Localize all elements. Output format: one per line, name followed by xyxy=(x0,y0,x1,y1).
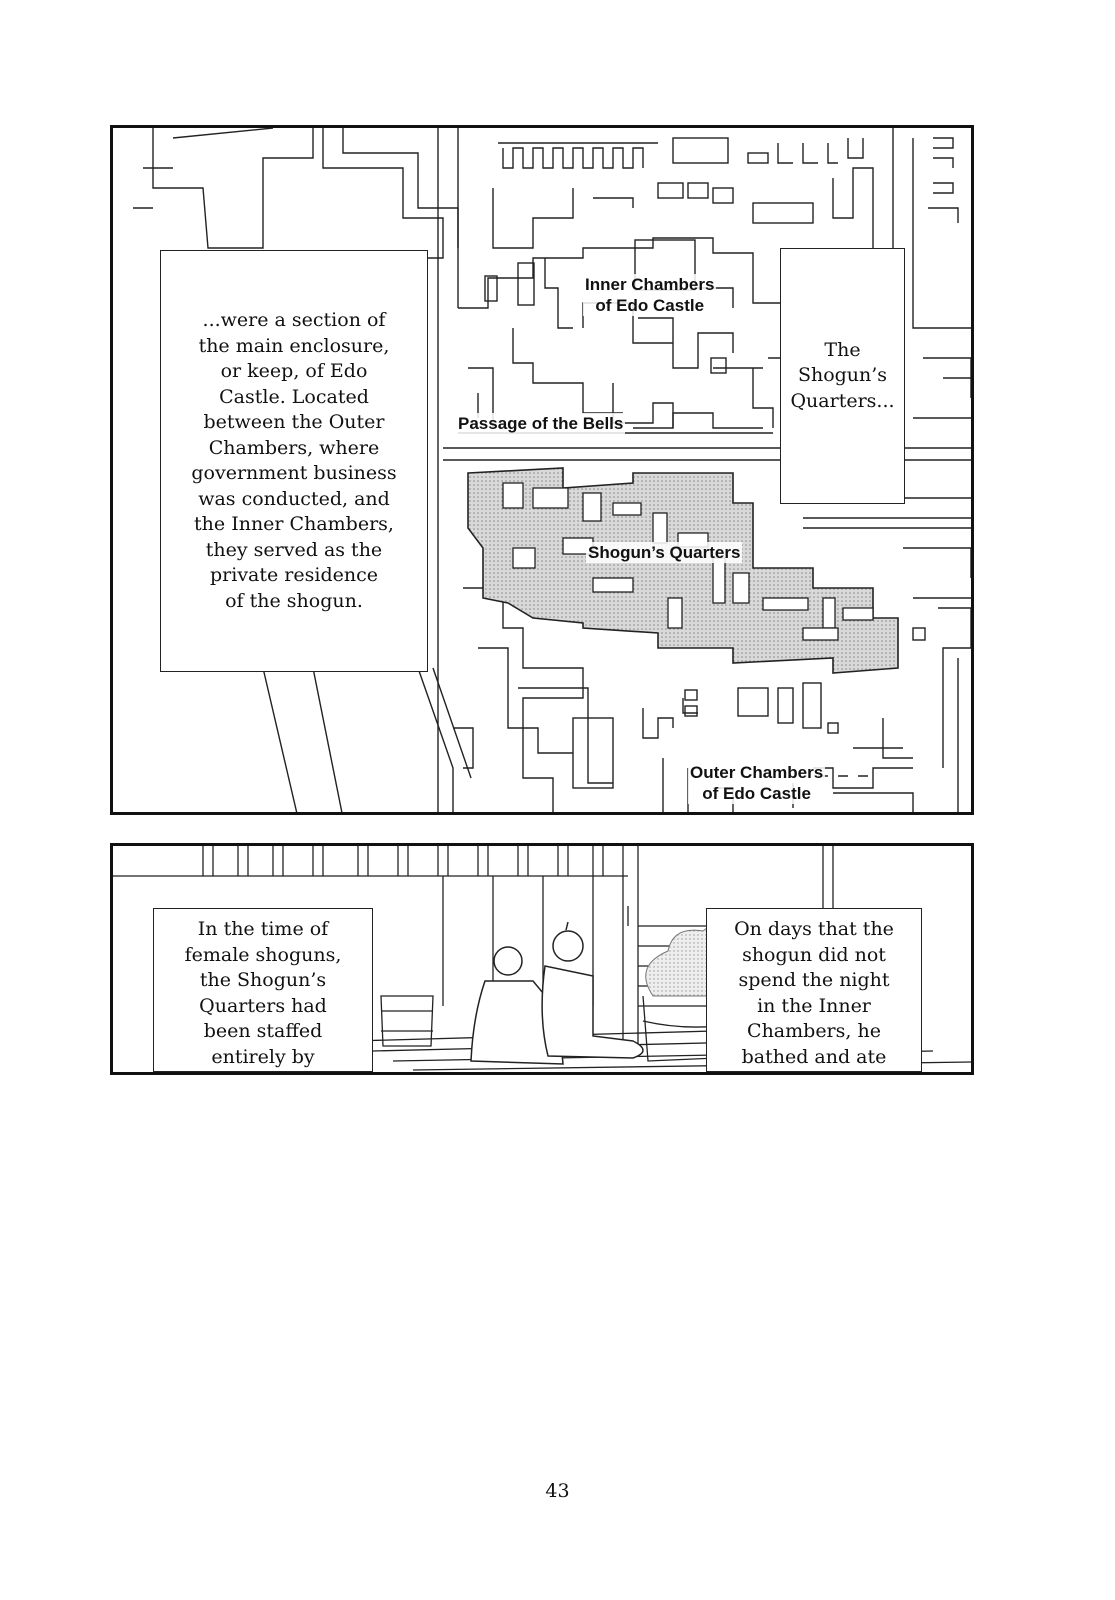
attendant-and-shogun xyxy=(470,921,644,1065)
caption-shogun-quarters: The Shogun’s Quarters... xyxy=(780,248,905,504)
panel-map: ...were a section of the main enclosure,… xyxy=(110,125,974,815)
shogun-quarters-area xyxy=(467,467,899,674)
label-outer-chambers: Outer Chambers of Edo Castle xyxy=(688,762,826,804)
caption-keep-description: ...were a section of the main enclosure,… xyxy=(160,250,428,672)
label-passage-of-bells: Passage of the Bells xyxy=(456,413,626,434)
page-number: 43 xyxy=(545,1480,570,1502)
panel-bath-illustration: In the time of female shoguns, the Shogu… xyxy=(110,843,974,1075)
caption-female-shoguns: In the time of female shoguns, the Shogu… xyxy=(153,908,373,1072)
castle-floor-plan xyxy=(133,128,971,812)
label-inner-chambers: Inner Chambers of Edo Castle xyxy=(583,274,717,316)
label-shogun-quarters: Shogun’s Quarters xyxy=(586,542,743,563)
caption-bath-days: On days that the shogun did not spend th… xyxy=(706,908,922,1072)
